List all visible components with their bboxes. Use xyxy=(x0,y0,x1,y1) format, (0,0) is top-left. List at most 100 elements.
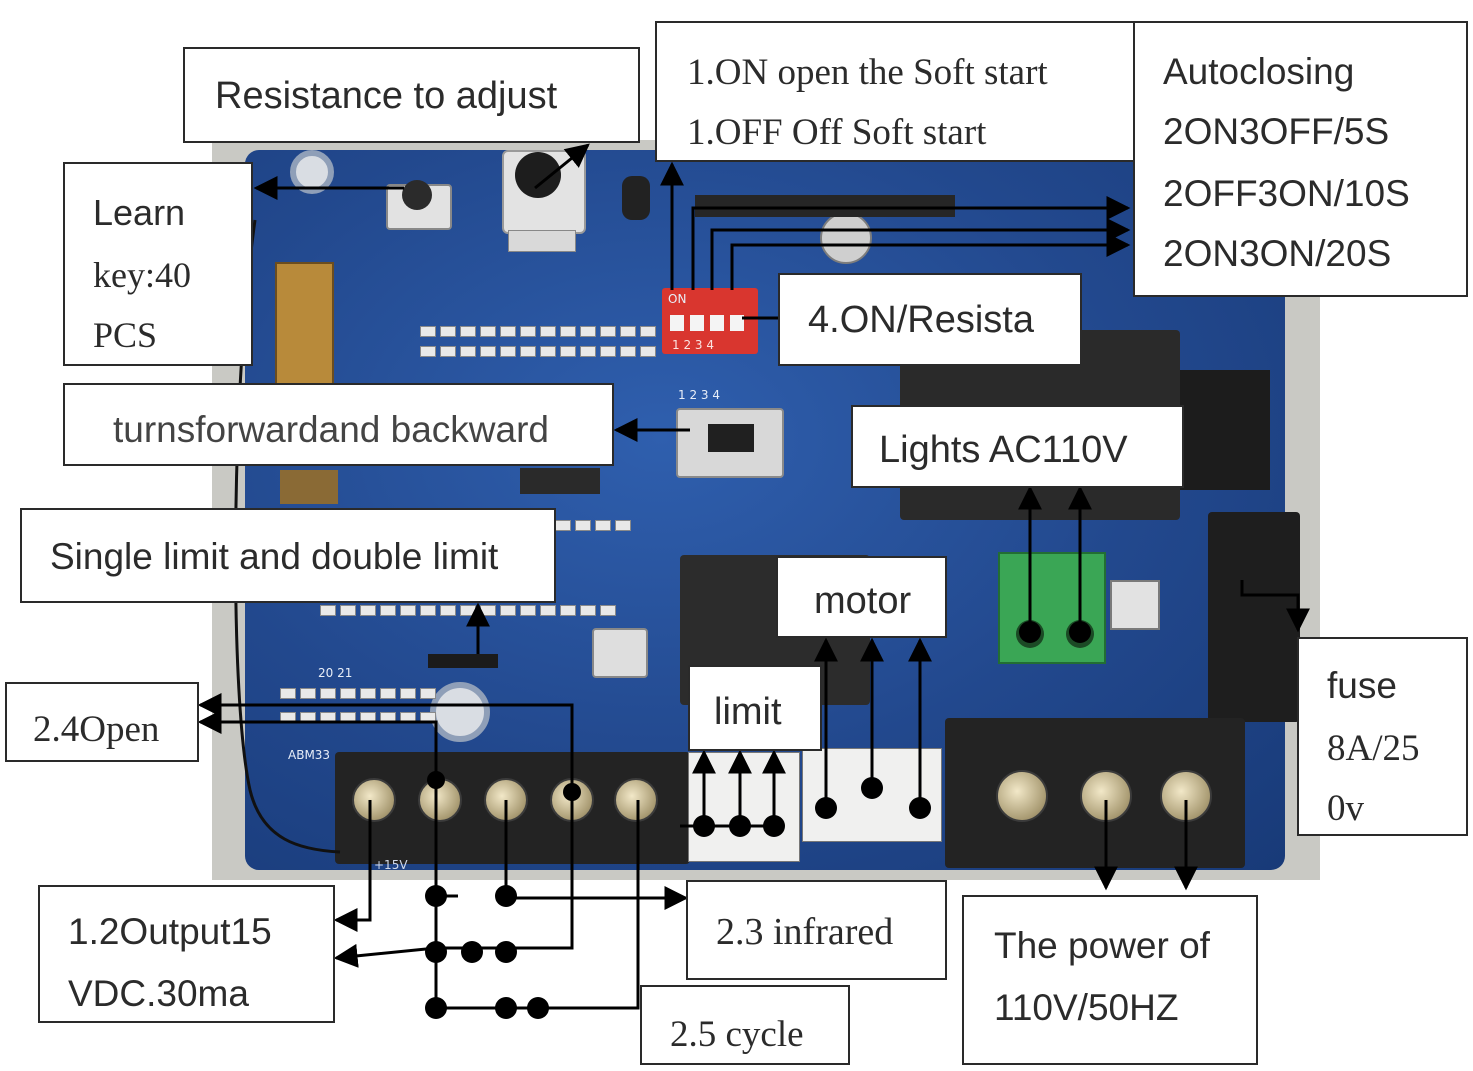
rf-module xyxy=(275,262,334,386)
junction-dot xyxy=(425,941,447,963)
ic-chip xyxy=(520,468,600,494)
soft-start-text-1: 1.ON open the Soft start xyxy=(687,52,1048,93)
limit-mode-callout: Single limit and double limit xyxy=(20,508,556,603)
limit-text: limit xyxy=(714,691,782,733)
junction-dot xyxy=(425,997,447,1019)
resistance-line xyxy=(534,143,590,190)
infrared-line xyxy=(504,800,689,910)
turns-callout: turnsforwardand backward xyxy=(63,383,614,466)
junction-dot xyxy=(563,783,581,801)
resistor-array xyxy=(420,326,656,337)
output-line xyxy=(333,800,372,932)
learn-key-callout: Learn key:40 PCS xyxy=(63,162,253,366)
power-text-1: The power of xyxy=(994,925,1210,966)
motor-text: motor xyxy=(814,580,912,622)
resistance-callout: Resistance to adjust xyxy=(183,47,640,143)
autoclosing-line xyxy=(691,196,1131,290)
junction-dot xyxy=(763,815,785,837)
resista-text: 4.ON/Resista xyxy=(808,299,1034,341)
soft-start-text-2: 1.OFF Off Soft start xyxy=(687,112,987,153)
limit-callout: limit xyxy=(688,665,822,751)
mount-hole xyxy=(430,682,490,742)
open-text: 2.4Open xyxy=(33,709,160,750)
infrared-callout: 2.3 infrared xyxy=(686,880,947,980)
autoclosing-line xyxy=(730,233,1131,290)
dip-lever xyxy=(730,315,744,331)
junction-dot xyxy=(861,777,883,799)
reset-button-component xyxy=(592,628,648,678)
lights-text: Lights AC110V xyxy=(879,429,1128,471)
junction-dot xyxy=(815,797,837,819)
resistor-array xyxy=(420,346,656,357)
potentiometer-pins xyxy=(508,230,576,252)
small-component xyxy=(1110,580,1160,630)
resista-callout: 4.ON/Resista xyxy=(778,273,1082,366)
dip-on-text: ON xyxy=(668,292,687,306)
autoclosing-option: 2ON3OFF/5S xyxy=(1163,111,1390,152)
open-callout: 2.4Open xyxy=(5,682,199,762)
open-line xyxy=(197,710,438,792)
junction-dot xyxy=(1019,621,1041,643)
learn-text-1: Learn xyxy=(93,192,186,233)
capacitor xyxy=(622,176,650,220)
slide-switch-knob xyxy=(708,424,754,452)
dip-lever xyxy=(670,315,684,331)
terminal-volt-text: +15V xyxy=(374,858,408,872)
junction-dot xyxy=(1069,621,1091,643)
junction-dot xyxy=(693,815,715,837)
fuse-callout: fuse 8A/25 0v xyxy=(1297,637,1468,836)
junction-dot xyxy=(495,941,517,963)
terminal-number-grid xyxy=(280,688,436,699)
autoclosing-option: 2ON3ON/20S xyxy=(1163,233,1392,274)
terminal-screw xyxy=(352,778,396,822)
fuse-text-1: fuse xyxy=(1327,665,1397,706)
open-line xyxy=(197,693,574,792)
learn-button-cap xyxy=(402,180,432,210)
limit-jumper xyxy=(428,654,498,668)
power-callout: The power of 110V/50HZ xyxy=(962,895,1258,1065)
fuse-holder xyxy=(1208,512,1300,722)
cycle-callout: 2.5 cycle xyxy=(640,985,850,1065)
learn-text-3: PCS xyxy=(93,315,158,355)
cycle-line xyxy=(538,800,640,1010)
output-callout: 1.2Output15 VDC.30ma xyxy=(38,885,335,1023)
autoclosing-title: Autoclosing xyxy=(1163,51,1355,92)
ic-chip xyxy=(695,195,955,217)
soft-start-callout: 1.ON open the Soft start 1.OFF Off Soft … xyxy=(655,21,1135,162)
autoclosing-callout: Autoclosing 2ON3OFF/5S 2OFF3ON/10S 2ON3O… xyxy=(1133,21,1468,297)
limit-mode-text: Single limit and double limit xyxy=(50,536,499,577)
infrared-text: 2.3 infrared xyxy=(716,911,894,953)
learn-text-2: key:40 xyxy=(93,255,191,295)
switch-numbers-text: 1 2 3 4 xyxy=(678,388,720,402)
pin-numbers-text: 20 21 xyxy=(318,666,353,680)
fuse-text-3: 0v xyxy=(1327,788,1364,829)
junction-dot xyxy=(427,771,445,789)
junction-dot xyxy=(495,997,517,1019)
resistance-text: Resistance to adjust xyxy=(215,75,558,117)
junction-dot xyxy=(909,797,931,819)
terminal-screw xyxy=(996,770,1048,822)
dip-numbers-text: 1 2 3 4 xyxy=(672,338,714,352)
power-text-2: 110V/50HZ xyxy=(994,987,1179,1028)
motor-callout: motor xyxy=(776,556,947,638)
model-text: ABM33 xyxy=(288,748,331,762)
dip-lever xyxy=(710,315,724,331)
dip-lever xyxy=(690,315,704,331)
autoclosing-line xyxy=(710,218,1131,290)
junction-dot xyxy=(729,815,751,837)
regulator xyxy=(1180,370,1270,490)
junction-dot xyxy=(461,941,483,963)
output-text-2: VDC.30ma xyxy=(68,973,249,1014)
terminal-screw xyxy=(614,778,658,822)
junction-dot xyxy=(527,997,549,1019)
junction-dot xyxy=(425,885,447,907)
lights-callout: Lights AC110V xyxy=(851,405,1184,488)
connector xyxy=(280,470,338,504)
turns-text: turnsforwardand backward xyxy=(113,409,549,450)
autoclosing-option: 2OFF3ON/10S xyxy=(1163,173,1410,214)
fuse-text-2: 8A/25 xyxy=(1327,728,1420,769)
junction-dot xyxy=(495,885,517,907)
fuse-line xyxy=(1240,580,1310,633)
